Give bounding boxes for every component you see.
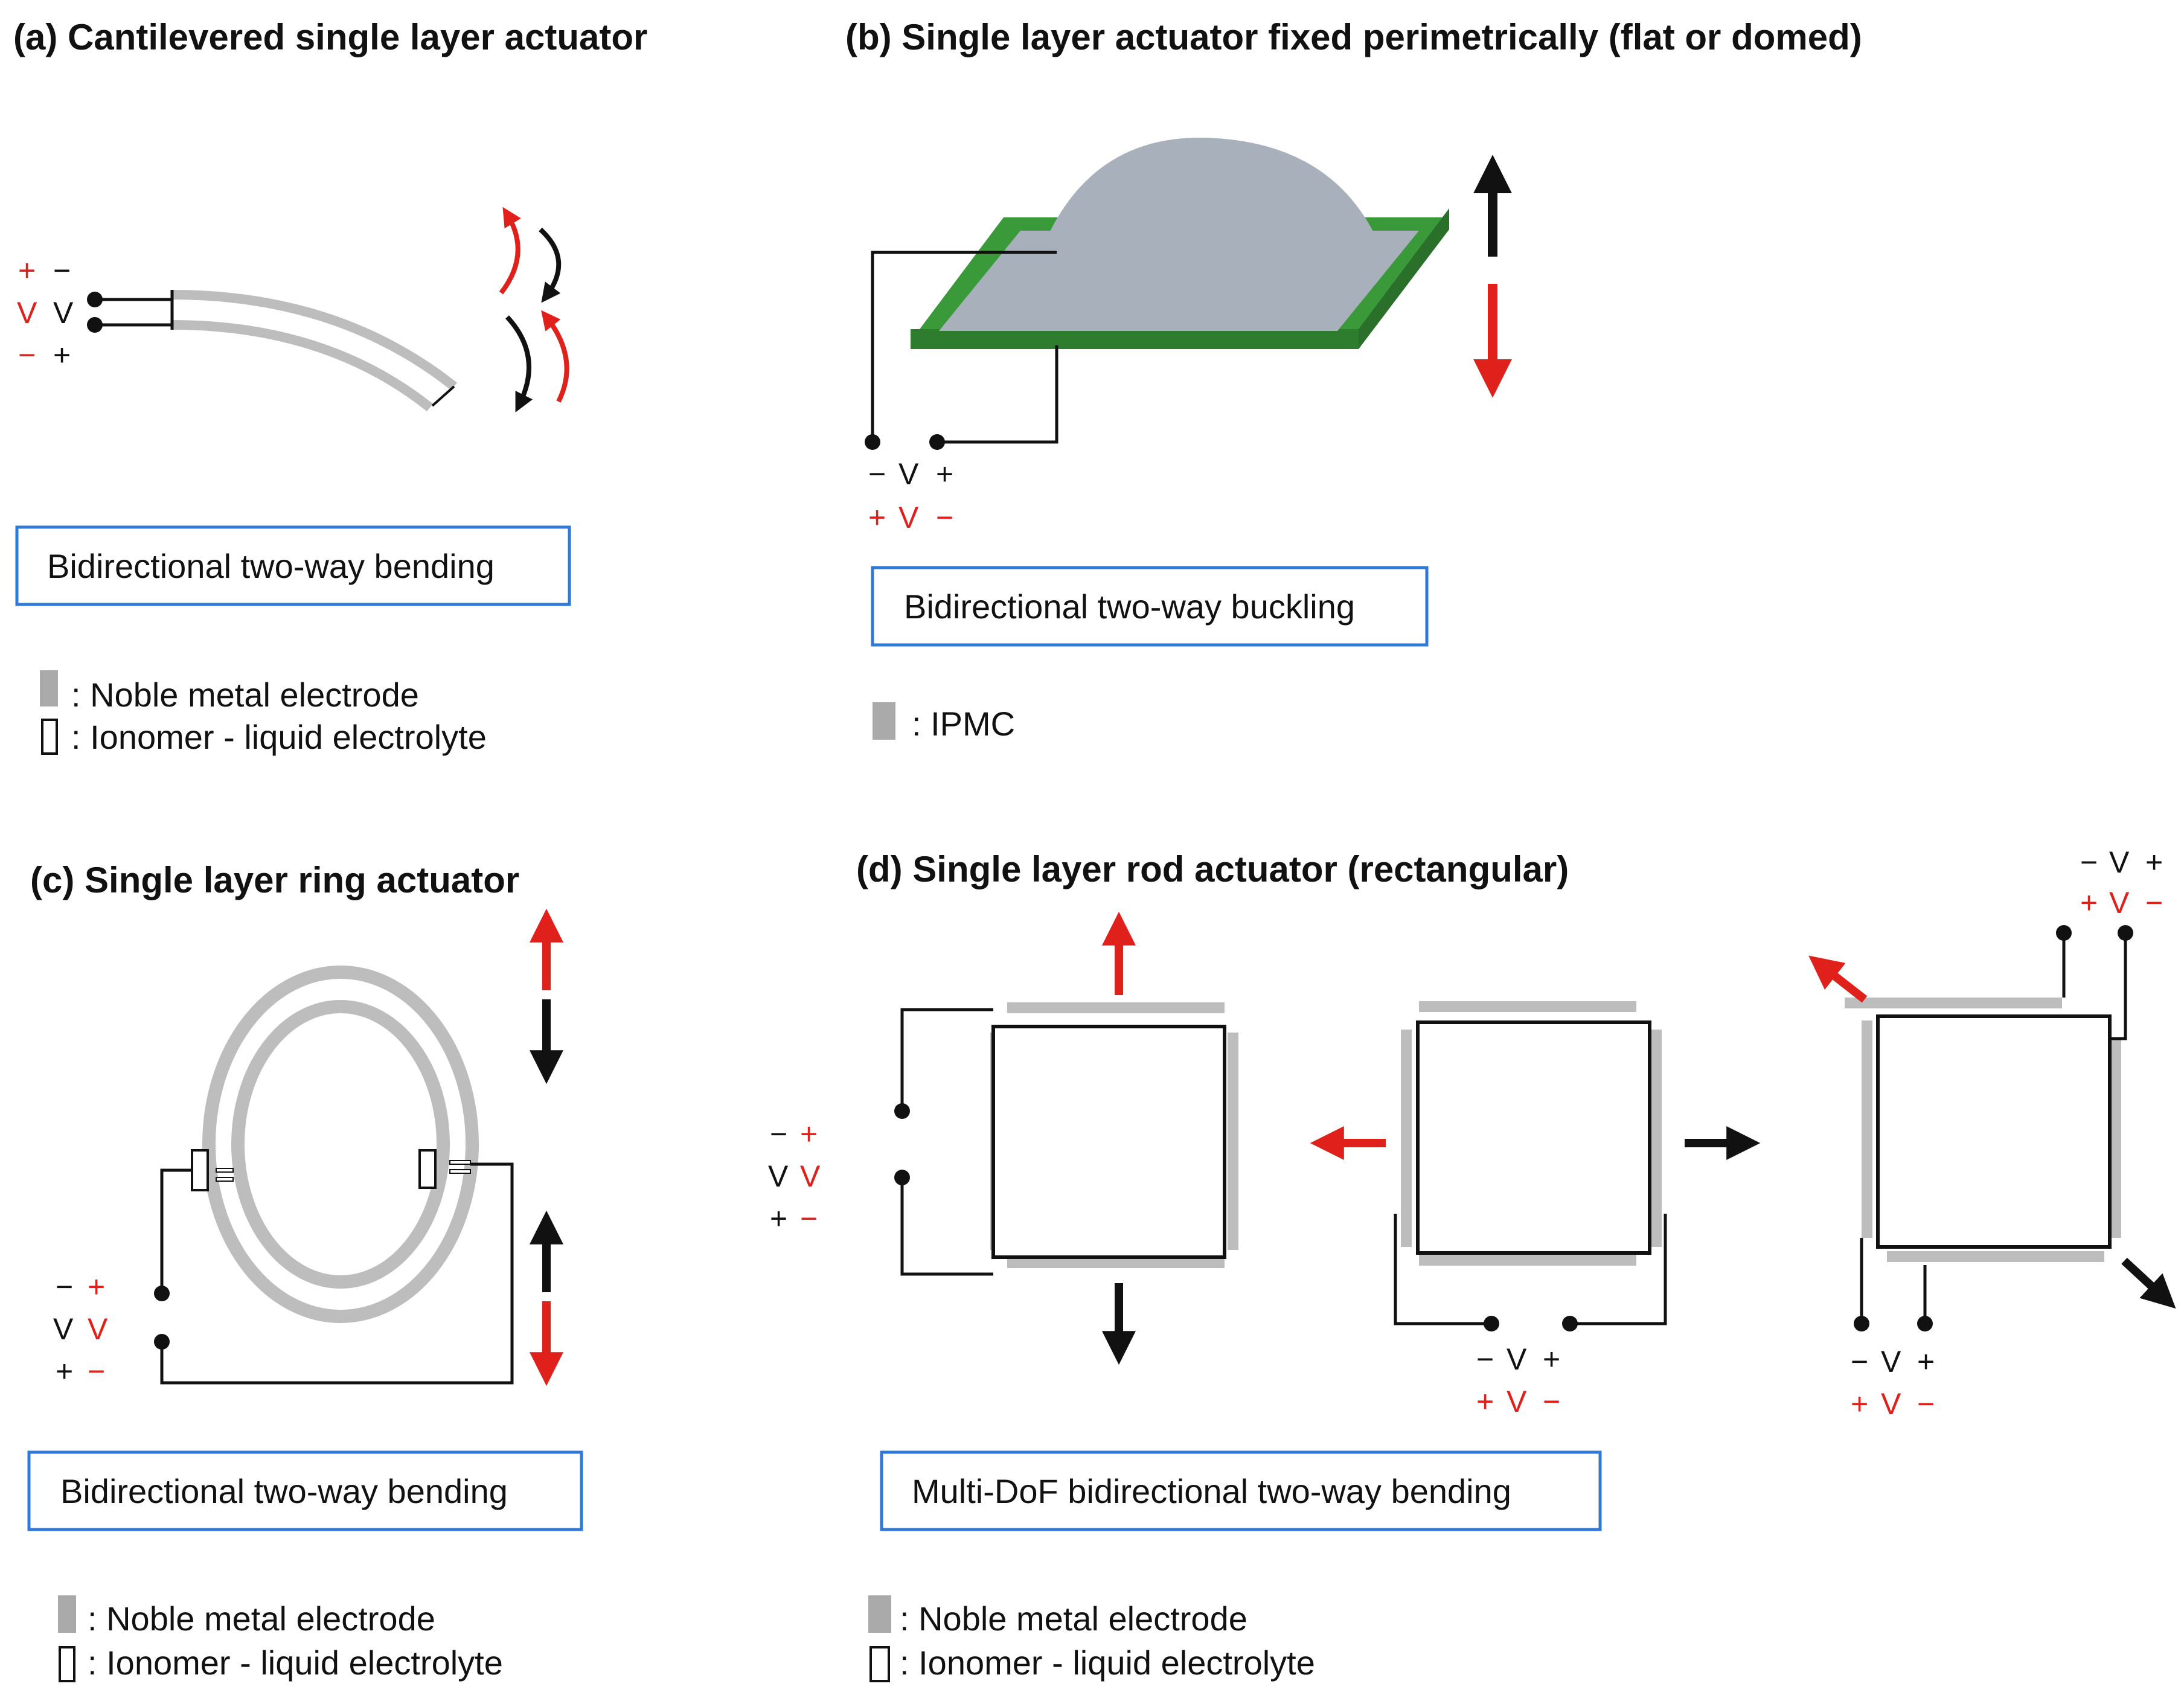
voltage-labels-b: − V + + V − — [868, 457, 953, 534]
mode-box-b — [871, 566, 1429, 647]
svg-text:: Noble metal electrode: : Noble metal electrode — [71, 676, 419, 714]
cantilever-strip — [170, 290, 457, 412]
voltage-labels-d-right-top: − V + + V − — [2080, 845, 2163, 920]
svg-text:+: + — [18, 254, 36, 287]
svg-text:+: + — [2080, 886, 2098, 920]
svg-text:−: − — [56, 1270, 73, 1304]
svg-text:+: + — [770, 1202, 787, 1235]
legend-b: : IPMC — [873, 702, 1015, 743]
svg-text:−: − — [936, 501, 953, 534]
svg-text:+: + — [53, 338, 71, 372]
svg-text:V: V — [1881, 1387, 1901, 1421]
panel-c: (c) Single layer ring actuator − + V V +… — [27, 860, 583, 1682]
voltage-labels-c: − + V V + − — [53, 1270, 108, 1388]
ring-actuator — [191, 966, 479, 1323]
svg-text:−: − — [2080, 845, 2098, 879]
legend-c: : Noble metal electrode : Ionomer - liqu… — [58, 1595, 503, 1682]
svg-text:V: V — [53, 1312, 74, 1346]
gray-swatch-icon — [868, 1595, 891, 1633]
cantilever-leads — [87, 292, 172, 333]
gray-swatch-icon — [873, 702, 895, 740]
bending-arrows-a — [499, 207, 569, 412]
mode-label-b: Bidirectional two-way buckling — [904, 588, 1355, 626]
outline-swatch-icon — [59, 1646, 75, 1682]
svg-text:−: − — [1543, 1385, 1560, 1418]
svg-text:+: + — [88, 1270, 105, 1304]
svg-text:+: + — [2145, 845, 2163, 879]
voltage-labels-d-mid: − V + + V − — [1476, 1342, 1560, 1418]
panel-a: (a) Cantilevered single layer actuator +… — [13, 17, 647, 756]
ring-leads — [154, 1162, 514, 1385]
legend-a: : Noble metal electrode : Ionomer - liqu… — [40, 670, 487, 756]
mode-label-a: Bidirectional two-way bending — [47, 547, 495, 585]
panel-a-title: (a) Cantilevered single layer actuator — [13, 17, 647, 57]
svg-text:: Noble metal electrode: : Noble metal electrode — [900, 1600, 1247, 1638]
gray-swatch-icon — [58, 1595, 76, 1633]
svg-text:: Noble metal electrode: : Noble metal electrode — [88, 1600, 435, 1638]
svg-text:+: + — [1917, 1345, 1935, 1379]
panel-d: (d) Single layer rod actuator (rectangul… — [768, 845, 2176, 1682]
svg-text:V: V — [898, 501, 919, 534]
voltage-labels-a: + − V V − + — [17, 254, 74, 372]
mode-label-c: Bidirectional two-way bending — [60, 1472, 508, 1510]
svg-text:: Ionomer - liquid electrolyte: : Ionomer - liquid electrolyte — [88, 1644, 503, 1682]
svg-text:+: + — [936, 457, 953, 491]
svg-text:+: + — [56, 1354, 73, 1388]
svg-text:V: V — [800, 1159, 821, 1193]
svg-text:V: V — [2109, 845, 2130, 879]
svg-text:−: − — [53, 254, 71, 287]
svg-text:−: − — [1917, 1387, 1935, 1421]
svg-text:: Ionomer - liquid electrolyte: : Ionomer - liquid electrolyte — [900, 1644, 1315, 1682]
svg-text:−: − — [868, 457, 886, 491]
outline-swatch-icon — [869, 1646, 890, 1682]
svg-text:: Ionomer - liquid electrolyte: : Ionomer - liquid electrolyte — [71, 718, 487, 756]
legend-d: : Noble metal electrode : Ionomer - liqu… — [868, 1595, 1315, 1682]
svg-text:−: − — [770, 1117, 787, 1151]
rod-actuator-2 — [1310, 1001, 1761, 1331]
dome-leads — [865, 251, 1058, 450]
panel-b-title: (b) Single layer actuator fixed perimetr… — [845, 17, 1862, 57]
svg-text:V: V — [768, 1159, 789, 1193]
panel-d-title: (d) Single layer rod actuator (rectangul… — [856, 849, 1569, 889]
svg-text:V: V — [53, 296, 74, 330]
svg-text:V: V — [898, 457, 919, 491]
svg-text:+: + — [1851, 1387, 1868, 1421]
gray-swatch-icon — [40, 670, 58, 706]
svg-text:: IPMC: : IPMC — [912, 705, 1015, 743]
svg-text:V: V — [17, 296, 37, 330]
mode-label-d: Multi-DoF bidirectional two-way bending — [912, 1472, 1511, 1510]
mode-box-a — [15, 525, 571, 606]
svg-text:+: + — [1543, 1342, 1560, 1376]
panel-b: (b) Single layer actuator fixed perimetr… — [845, 17, 1862, 743]
svg-text:−: − — [88, 1354, 105, 1388]
svg-text:V: V — [88, 1312, 108, 1346]
mode-box-d — [880, 1450, 1602, 1531]
svg-text:V: V — [2109, 886, 2130, 920]
panel-c-title: (c) Single layer ring actuator — [30, 860, 519, 900]
voltage-labels-d-right-bot: − V + + V − — [1851, 1345, 1935, 1421]
svg-text:−: − — [2145, 886, 2163, 920]
outline-swatch-icon — [41, 719, 58, 755]
mode-box-c — [27, 1450, 583, 1531]
domed-actuator — [911, 137, 1449, 349]
svg-text:V: V — [1507, 1342, 1527, 1376]
svg-text:−: − — [800, 1202, 818, 1235]
svg-text:−: − — [18, 338, 36, 372]
svg-text:+: + — [868, 501, 886, 534]
svg-text:V: V — [1507, 1385, 1527, 1418]
svg-text:+: + — [800, 1117, 818, 1151]
svg-text:−: − — [1851, 1345, 1868, 1379]
svg-text:V: V — [1881, 1345, 1901, 1379]
svg-text:−: − — [1476, 1342, 1494, 1376]
svg-text:+: + — [1476, 1385, 1494, 1418]
rod-actuator-3 — [1808, 925, 2176, 1331]
rod-actuator-1 — [894, 911, 1238, 1365]
voltage-labels-d-left: − + V V + − — [768, 1117, 821, 1235]
